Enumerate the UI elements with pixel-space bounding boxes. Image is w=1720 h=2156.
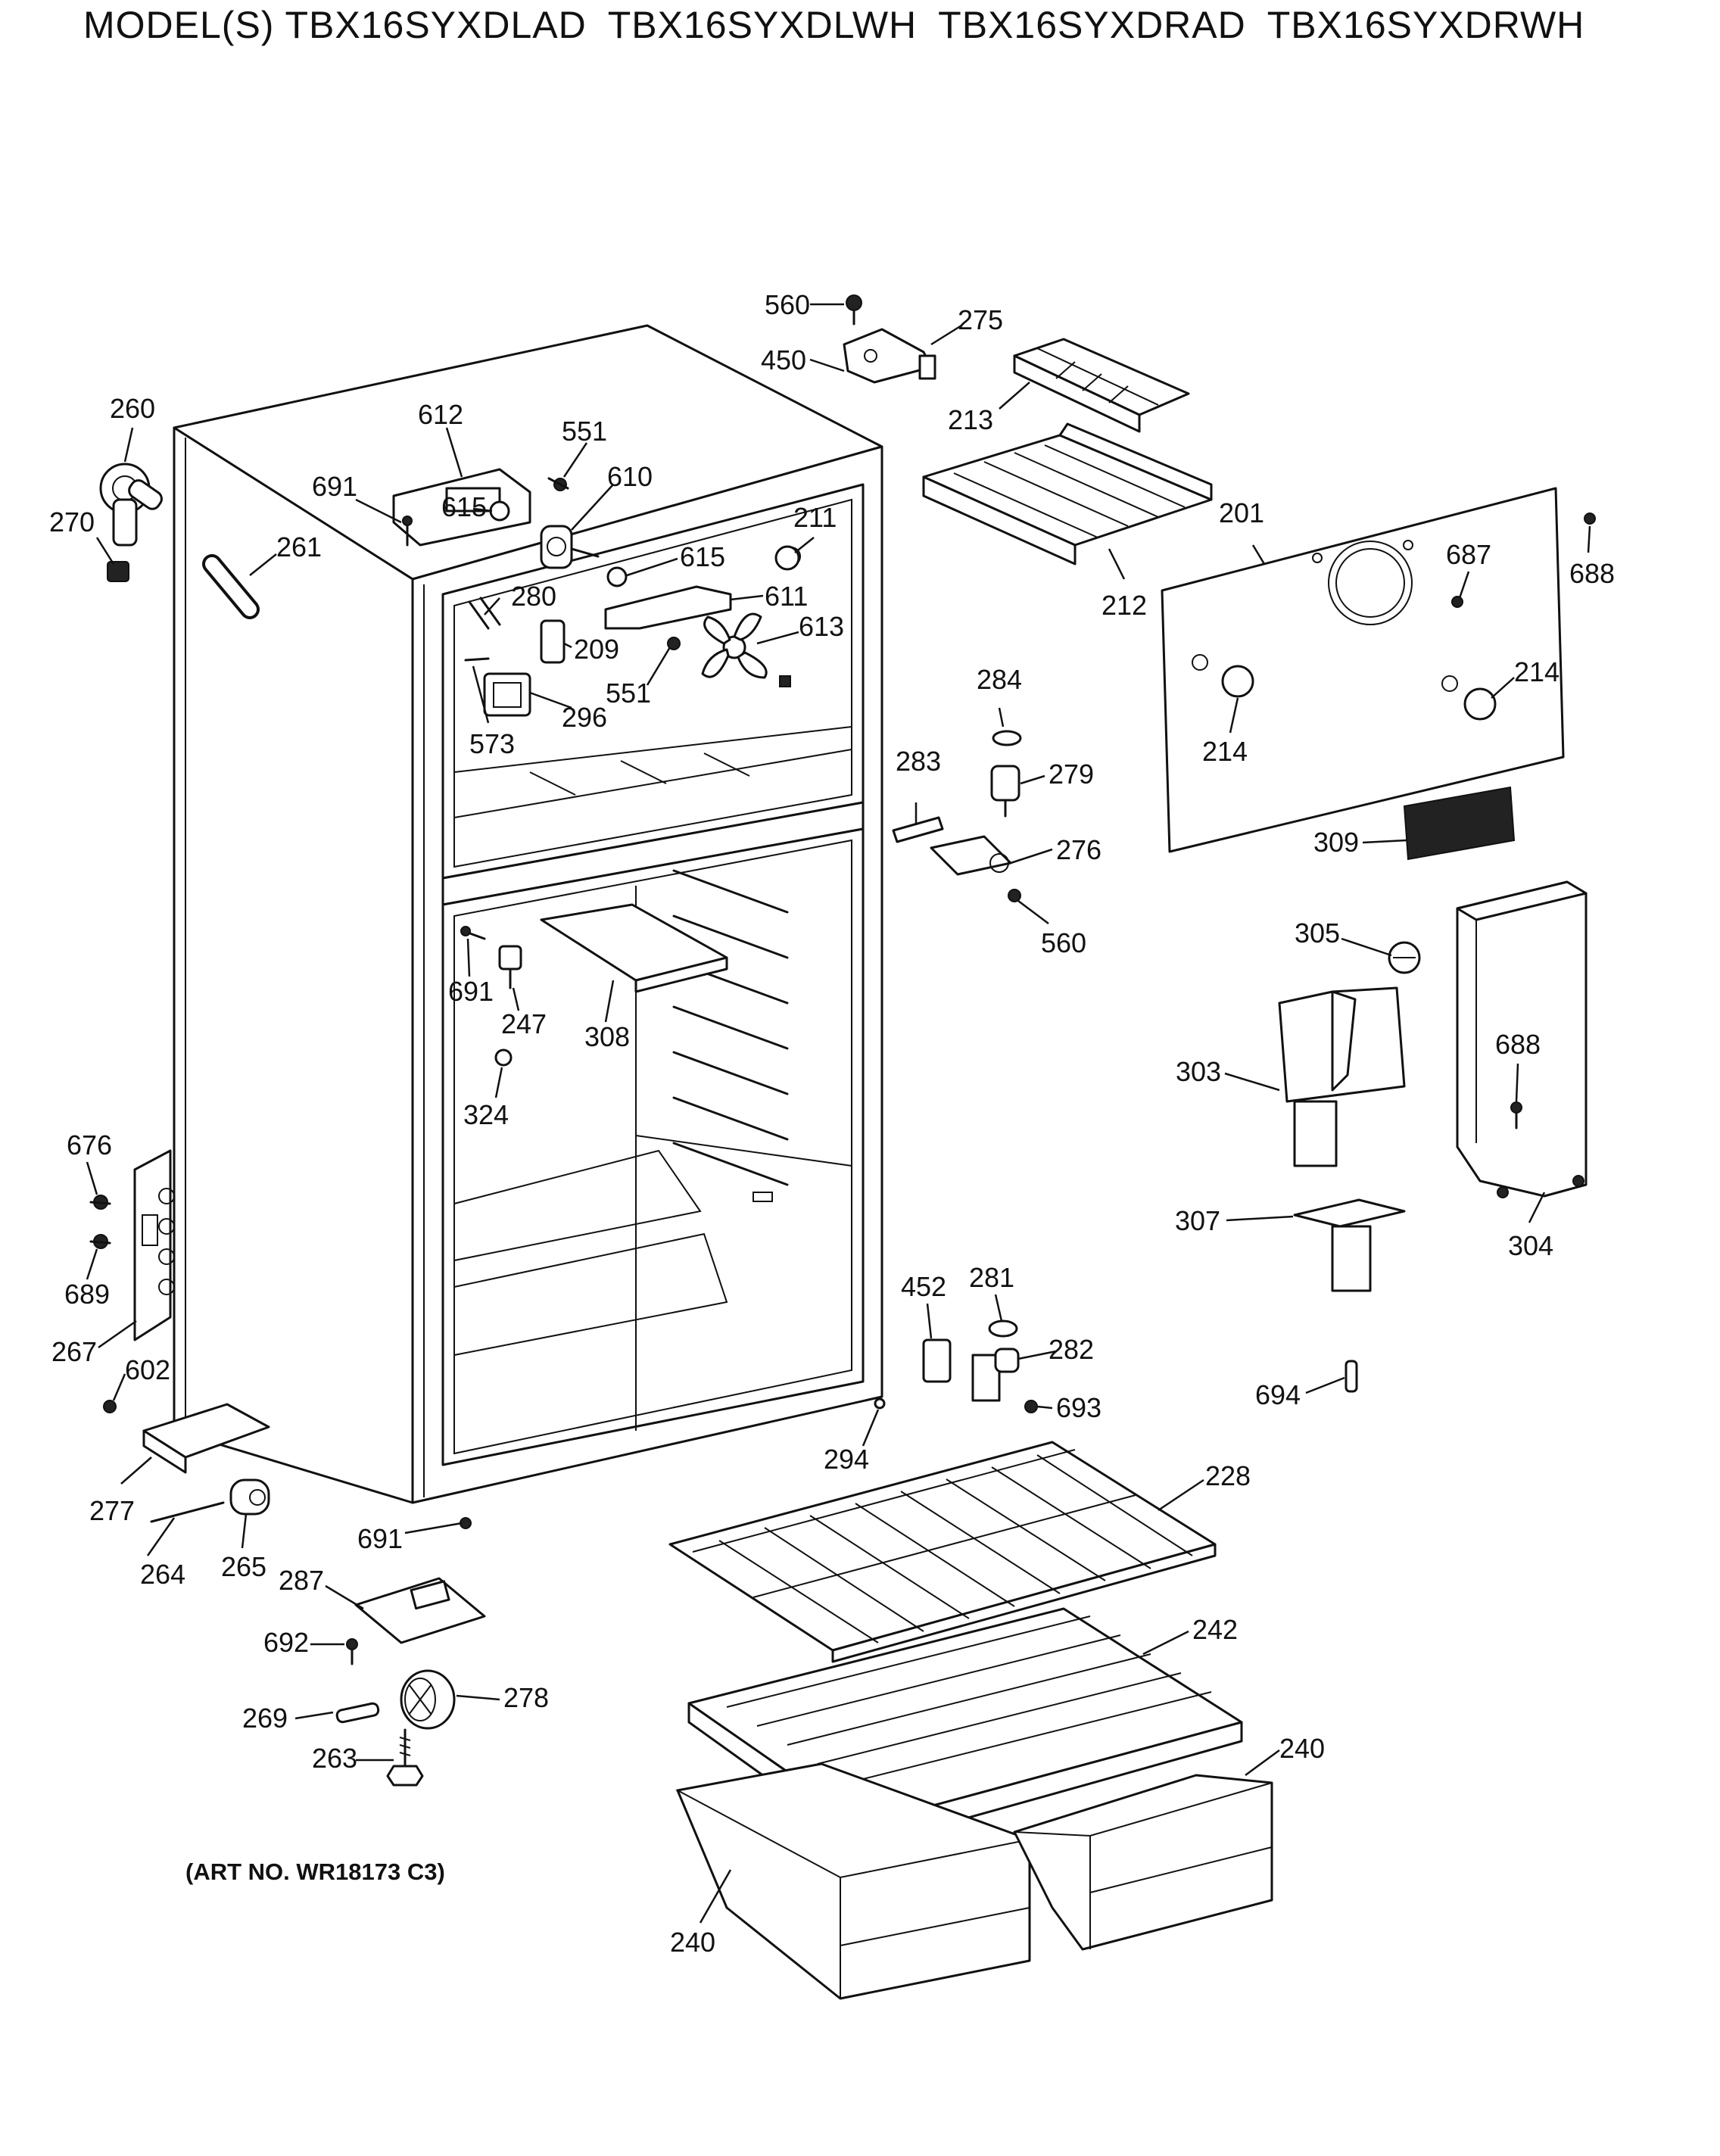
model-prefix: MODEL(S) (83, 4, 275, 46)
part-label: 560 (765, 289, 810, 320)
art-number: (ART NO. WR18173 C3) (185, 1858, 445, 1885)
part-label: 213 (948, 404, 993, 435)
part-label: 688 (1495, 1029, 1541, 1060)
part-label: 551 (562, 416, 607, 447)
part-label: 240 (670, 1927, 715, 1958)
screw-part (547, 477, 569, 491)
part-label: 279 (1049, 759, 1094, 790)
page-title: MODEL(S) TBX16SYXDLAD TBX16SYXDLWH TBX16SY… (83, 0, 1673, 53)
right-parts (668, 294, 1596, 2000)
part-label: 307 (1175, 1205, 1220, 1236)
model-number: TBX16SYXDLAD (285, 4, 587, 46)
part-label: 602 (125, 1354, 170, 1385)
part-label: 676 (67, 1129, 112, 1161)
part-label: 308 (584, 1021, 630, 1052)
part-label: 211 (793, 502, 837, 533)
part-label: 691 (357, 1523, 403, 1554)
part-label: 573 (469, 728, 515, 759)
wire-shelf-part (668, 1441, 1217, 1663)
part-label: 214 (1202, 736, 1248, 767)
part-label: 611 (765, 581, 808, 612)
part-label: 240 (1279, 1733, 1325, 1764)
model-number: TBX16SYXDRWH (1267, 4, 1585, 46)
part-label: 612 (418, 399, 463, 430)
part-label: 212 (1101, 590, 1147, 621)
part-label: 228 (1205, 1460, 1251, 1491)
thermostat-part (540, 525, 600, 569)
part-label: 692 (263, 1627, 309, 1658)
part-label: 691 (312, 471, 357, 502)
part-label: 281 (969, 1262, 1014, 1293)
part-label: 324 (463, 1099, 509, 1130)
part-label: 551 (606, 678, 651, 709)
part-label: 278 (503, 1682, 549, 1713)
part-label: 688 (1569, 558, 1615, 589)
part-label: 269 (242, 1703, 288, 1734)
part-label: 247 (501, 1008, 547, 1039)
part-label: 615 (441, 491, 487, 522)
crisper-drawer-part (1013, 1774, 1273, 1951)
part-label: 264 (140, 1559, 185, 1590)
part-label: 450 (761, 344, 806, 375)
part-label: 693 (1056, 1392, 1101, 1423)
part-label: 267 (51, 1336, 97, 1367)
part-label: 214 (1514, 656, 1560, 687)
part-label: 615 (680, 541, 725, 572)
part-label: 283 (896, 746, 941, 777)
part-label: 263 (312, 1743, 357, 1774)
part-label: 201 (1219, 497, 1264, 528)
part-label: 260 (110, 393, 155, 424)
part-label: 303 (1176, 1056, 1221, 1087)
part-label: 610 (607, 461, 653, 492)
model-number: TBX16SYXDRAD (938, 4, 1246, 46)
part-label: 294 (824, 1444, 869, 1475)
components (89, 463, 886, 1787)
part-label: 270 (49, 506, 95, 537)
part-label: 261 (276, 531, 322, 562)
part-label: 280 (511, 581, 556, 612)
water-valve-part (99, 463, 163, 547)
part-label: 305 (1295, 918, 1340, 949)
part-label: 613 (799, 611, 844, 642)
part-label: 296 (562, 702, 607, 733)
part-label: 276 (1056, 834, 1101, 865)
part-label: 282 (1049, 1334, 1094, 1365)
part-label: 304 (1508, 1230, 1553, 1261)
part-label: 560 (1041, 927, 1086, 958)
model-number: TBX16SYXDLWH (607, 4, 918, 46)
part-label: 265 (221, 1551, 266, 1582)
fan-blade-part (701, 612, 768, 679)
part-label: 694 (1255, 1379, 1301, 1410)
part-label: 287 (279, 1565, 324, 1596)
part-label: 452 (901, 1271, 946, 1302)
part-label: 277 (89, 1495, 135, 1526)
part-label: 689 (64, 1279, 110, 1310)
part-label: 687 (1446, 539, 1491, 570)
leader-lines (86, 303, 1591, 1924)
part-label: 691 (448, 976, 494, 1007)
part-label: 242 (1192, 1614, 1238, 1645)
part-label: 284 (977, 664, 1022, 695)
part-label: 309 (1313, 827, 1359, 858)
part-label: 209 (574, 634, 619, 665)
shelf-rails (672, 869, 789, 1186)
part-callouts: 560 275 450 213 260 612 551 610 691 615 … (49, 289, 1615, 1958)
part-label: 275 (958, 304, 1003, 335)
